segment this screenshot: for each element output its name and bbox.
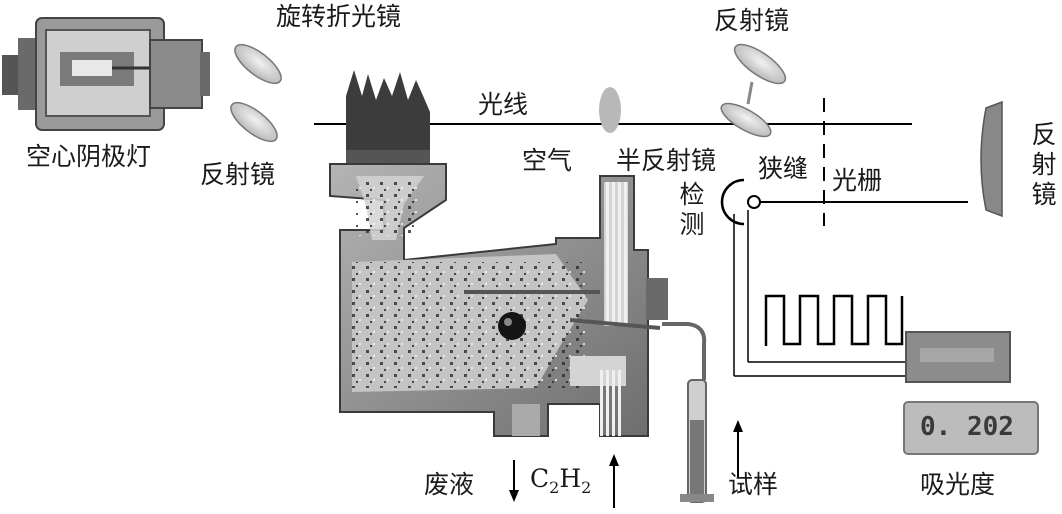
label-slit: 狭缝 [758, 154, 809, 183]
label-sample: 试样 [728, 470, 779, 499]
label-light: 光线 [478, 90, 529, 119]
label-mirror-right: 反射镜 [1031, 120, 1057, 209]
detector-icon [720, 178, 745, 226]
acetylene-sub-2: 2 [581, 478, 592, 497]
hollow-cathode-lamp [2, 17, 210, 131]
label-absorbance: 吸光度 [920, 470, 996, 499]
label-waste: 废液 [424, 470, 475, 499]
acetylene-h: H [559, 464, 582, 493]
acetylene-c: C [530, 464, 550, 493]
air-shape [599, 87, 621, 133]
label-air: 空气 [522, 146, 573, 175]
sample-tube [662, 322, 714, 503]
label-rotating-mirror: 旋转折光镜 [276, 2, 402, 31]
flame-icon [346, 70, 430, 164]
label-acetylene: C2H2 [530, 466, 591, 496]
label-mirror-top: 反射镜 [714, 6, 790, 35]
absorbance-display [903, 401, 1039, 455]
label-detector: 检测 [679, 180, 705, 239]
half-reflector-icon [720, 102, 772, 138]
label-grating: 光栅 [832, 166, 883, 195]
reflector-mirror-top-icon [733, 43, 787, 85]
signal-wave [764, 294, 904, 346]
atomizer-chamber [329, 163, 668, 437]
absorbance-readout: 0. 202 [920, 412, 1014, 442]
label-mirror-left: 反射镜 [200, 160, 276, 189]
label-lamp: 空心阴极灯 [26, 142, 152, 171]
acetylene-arrow [609, 454, 619, 508]
reflector-mirror-left-icon [230, 101, 278, 143]
label-half-mirror: 半反射镜 [616, 146, 717, 175]
reflector-mirror-right-icon [980, 100, 1003, 218]
sample-arrow [733, 420, 743, 478]
waste-arrow [509, 460, 519, 502]
rotating-mirror-icon [234, 43, 282, 85]
slit-icon [747, 195, 761, 209]
acetylene-sub-1: 2 [549, 478, 560, 497]
